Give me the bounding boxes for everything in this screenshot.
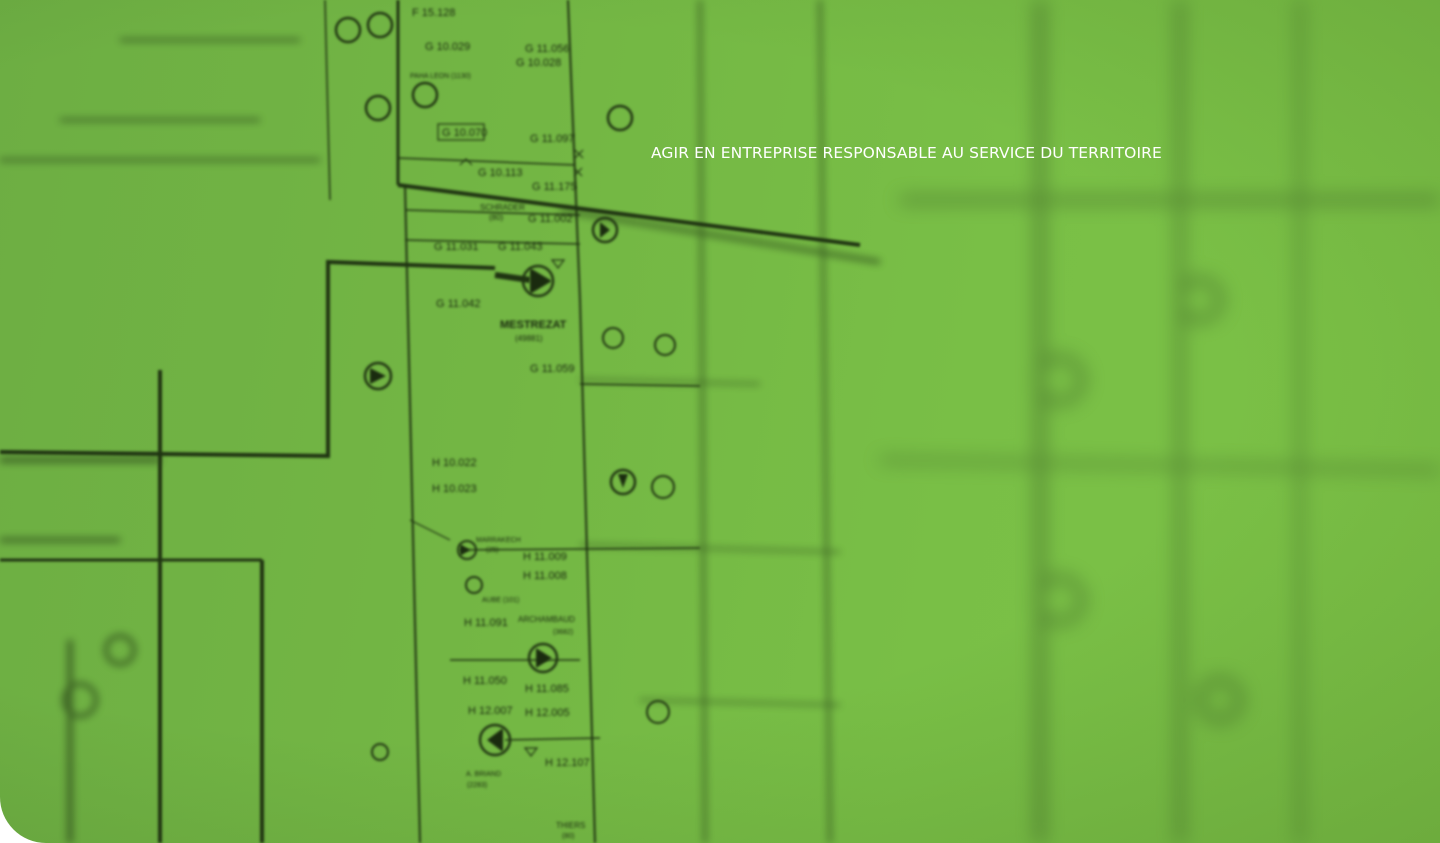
schematic-label: THIERS: [556, 821, 585, 830]
schematic-label: G 11.056: [525, 43, 569, 55]
schematic-label: ARCHAMBAUD: [518, 615, 575, 624]
schematic-label: (3682): [553, 629, 573, 636]
schematic-label: G 11.031: [434, 241, 478, 253]
schematic-label: G 11.175: [532, 181, 576, 193]
schematic-label: PAHA LEON (1130): [410, 73, 471, 80]
schematic-label: H 10.023: [432, 483, 477, 495]
schematic-label: (25): [486, 547, 498, 554]
schematic-label: G 11.042: [436, 298, 480, 310]
schematic-main: [0, 0, 861, 843]
schematic-label: MARRAKECH: [476, 537, 521, 544]
schematic-label: (2283): [467, 782, 487, 789]
schematic-labels: F 15.128 G 10.029 G 11.056 G 10.028 PAHA…: [410, 7, 590, 840]
schematic-label: MESTREZAT: [500, 319, 567, 331]
schematic-label: H 11.091: [464, 617, 508, 629]
schematic-label: A. BRIAND: [466, 771, 501, 778]
schematic-label: H 11.008: [523, 570, 567, 582]
schematic-label: G 11.002: [528, 213, 572, 225]
schematic-far-background: [879, 0, 1440, 843]
schematic-mid-background: [0, 0, 881, 843]
schematic-label: G 10.029: [425, 41, 470, 53]
schematic-label: H 11.085: [525, 683, 569, 695]
schematic-label: (80): [562, 833, 574, 840]
schematic-label: G 11.059: [530, 363, 574, 375]
schematic-label: G 10.028: [516, 57, 561, 69]
schematic-label: H 10.022: [432, 457, 477, 469]
schematic-label: F 15.128: [412, 7, 455, 19]
schematic-label: H 12.107: [545, 757, 590, 769]
schematic-label: G 11.097: [530, 133, 574, 145]
schematic-label: AUBE (101): [482, 597, 519, 604]
schematic-label: H 11.050: [463, 675, 507, 687]
schematic-label: (49881): [515, 334, 543, 343]
schematic-label: H 11.009: [523, 551, 567, 563]
schematic-label: G 11.043: [498, 241, 542, 253]
hero-tagline: AGIR EN ENTREPRISE RESPONSABLE AU SERVIC…: [651, 144, 1162, 162]
schematic-label: G 10.070: [442, 127, 487, 139]
schematic-pump-markers: [370, 222, 628, 752]
schematic-label: G 10.113: [478, 167, 522, 179]
schematic-label: H 12.005: [525, 707, 570, 719]
schematic-label: SCHRADER: [480, 203, 525, 212]
schematic-label: H 12.007: [468, 705, 513, 717]
schematic-label: (80): [489, 213, 504, 222]
